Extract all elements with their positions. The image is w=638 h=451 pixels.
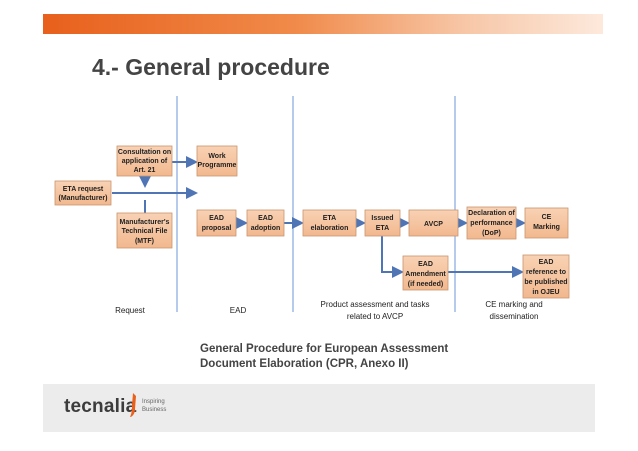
tecnalia-logo-text: tecnalia xyxy=(64,396,137,417)
avcp-line1: AVCP xyxy=(424,221,443,228)
phase-request-label: Request xyxy=(115,306,145,315)
connectors xyxy=(112,156,526,278)
ead-reference-line4: in OJEU xyxy=(532,289,559,296)
ead-amendment-box: EAD Amendment (if needed) xyxy=(402,255,449,291)
technical-file-line1: Manufacturer's xyxy=(120,219,170,226)
ead-reference-line3: be published xyxy=(524,279,567,286)
phase-ead-label: EAD xyxy=(229,306,247,315)
issued-eta-line2: ETA xyxy=(376,225,389,232)
consultation-box: Consultation on application of Art. 21 xyxy=(116,145,173,177)
caption-line1: General Procedure for European Assessmen… xyxy=(200,343,449,355)
eta-elaboration-line1: ETA xyxy=(323,215,336,222)
ead-amendment-line1: EAD xyxy=(418,261,433,268)
consultation-line1: Consultation on xyxy=(118,149,171,156)
work-programme-box: Work Programme xyxy=(196,145,238,177)
technical-file-line3: (MTF) xyxy=(135,238,154,245)
top-accent-bar xyxy=(43,14,603,34)
consultation-line3: Art. 21 xyxy=(134,167,156,174)
ead-proposal-line1: EAD xyxy=(209,215,224,222)
dop-line1: Declaration of xyxy=(468,210,515,217)
phase-product-line2: related to AVCP xyxy=(346,312,404,321)
technical-file-line2: Technical File xyxy=(122,228,168,235)
dop-line2: performance xyxy=(470,220,513,227)
tecnalia-logo-mark-icon xyxy=(130,393,136,417)
tecnalia-tagline: Inspiring Business xyxy=(142,398,166,414)
issued-eta-line1: Issued xyxy=(371,215,393,222)
dop-box: Declaration of performance (DoP) xyxy=(466,206,517,240)
tagline-line2: Business xyxy=(142,407,167,413)
ead-reference-box: EAD reference to be published in OJEU xyxy=(522,254,570,299)
diagram-caption: General Procedure for European Assessmen… xyxy=(200,342,448,372)
caption-line2: Document Elaboration (CPR, Anexo II) xyxy=(200,358,409,370)
technical-file-box: Manufacturer's Technical File (MTF) xyxy=(116,212,173,249)
issued-eta-box: Issued ETA xyxy=(364,209,401,237)
arrow-issued-amendment xyxy=(381,236,404,278)
ce-marking-line2: Marking xyxy=(533,224,560,231)
dop-line3: (DoP) xyxy=(482,230,501,237)
phase-ead: EAD xyxy=(218,306,258,315)
ce-marking-box: CE Marking xyxy=(524,207,569,239)
ce-marking-line1: CE xyxy=(542,214,552,221)
phase-ce-line2: dissemination xyxy=(489,312,539,321)
consultation-line2: application of xyxy=(122,158,168,165)
eta-elaboration-box: ETA elaboration xyxy=(302,209,357,237)
phase-product-line1: Product assessment and tasks xyxy=(320,300,430,309)
ead-adoption-line2: adoption xyxy=(251,225,281,232)
phase-product-assessment: Product assessment and tasks related to … xyxy=(300,299,450,323)
phase-ce-marking: CE marking and dissemination xyxy=(466,299,562,323)
eta-request-line1: ETA request xyxy=(63,186,104,193)
ead-amendment-line2: Amendment xyxy=(405,271,446,278)
ead-adoption-box: EAD adoption xyxy=(246,209,285,237)
eta-elaboration-line2: elaboration xyxy=(311,225,349,232)
work-programme-line1: Work xyxy=(208,153,225,160)
tagline-line1: Inspiring xyxy=(142,399,165,405)
eta-request-box: ETA request (Manufacturer) xyxy=(54,180,112,206)
avcp-box: AVCP xyxy=(408,209,459,237)
ead-reference-line1: EAD xyxy=(539,259,554,266)
ead-reference-line2: reference to xyxy=(526,269,566,276)
eta-request-line2: (Manufacturer) xyxy=(58,195,107,202)
ead-proposal-box: EAD proposal xyxy=(196,209,237,237)
ead-adoption-line1: EAD xyxy=(258,215,273,222)
ead-proposal-line2: proposal xyxy=(202,225,232,232)
phase-ce-line1: CE marking and xyxy=(485,300,543,309)
page-title: 4.- General procedure xyxy=(92,54,330,80)
phase-request: Request xyxy=(106,306,154,315)
work-programme-line2: Programme xyxy=(198,162,237,169)
ead-amendment-line3: (if needed) xyxy=(408,281,443,288)
